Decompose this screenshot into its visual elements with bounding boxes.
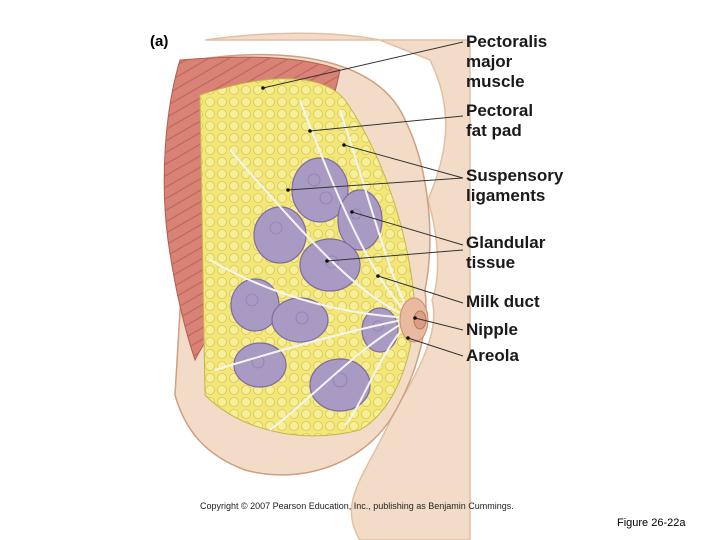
label-line: ligaments	[466, 186, 546, 205]
glandular-lobes	[230, 157, 399, 412]
label-line: Pectoral	[466, 101, 534, 120]
ligaments-and-ducts	[209, 99, 413, 431]
label-glandular-tissue: Glandular tissue	[466, 233, 545, 273]
panel-tag: (a)	[150, 33, 169, 50]
label-pectoral-fat-pad: Pectoral fat pad	[466, 101, 533, 141]
label-line: tissue	[466, 253, 516, 272]
label-milk-duct: Milk duct	[466, 292, 540, 312]
copyright-notice: Copyright © 2007 Pearson Education, Inc.…	[200, 501, 514, 511]
leader-endpoints	[261, 86, 417, 340]
label-pectoralis-major-muscle: Pectoralis major muscle	[466, 32, 547, 92]
label-line: Milk duct	[466, 292, 540, 311]
skin-outline	[204, 32, 471, 540]
label-line: muscle	[466, 72, 525, 91]
label-line: fat pad	[466, 121, 522, 140]
label-areola: Areola	[466, 346, 519, 366]
figure-number: Figure 26-22a	[617, 517, 686, 529]
nipple-shape	[413, 310, 427, 330]
label-line: major	[466, 52, 513, 71]
label-line: Areola	[466, 346, 519, 365]
label-line: Suspensory	[466, 166, 564, 185]
label-suspensory-ligaments: Suspensory ligaments	[466, 166, 563, 206]
label-line: Glandular	[466, 233, 546, 252]
leader-lines	[262, 41, 464, 357]
label-line: Pectoralis	[466, 32, 548, 51]
label-line: Nipple	[466, 320, 518, 339]
label-nipple: Nipple	[466, 320, 518, 340]
